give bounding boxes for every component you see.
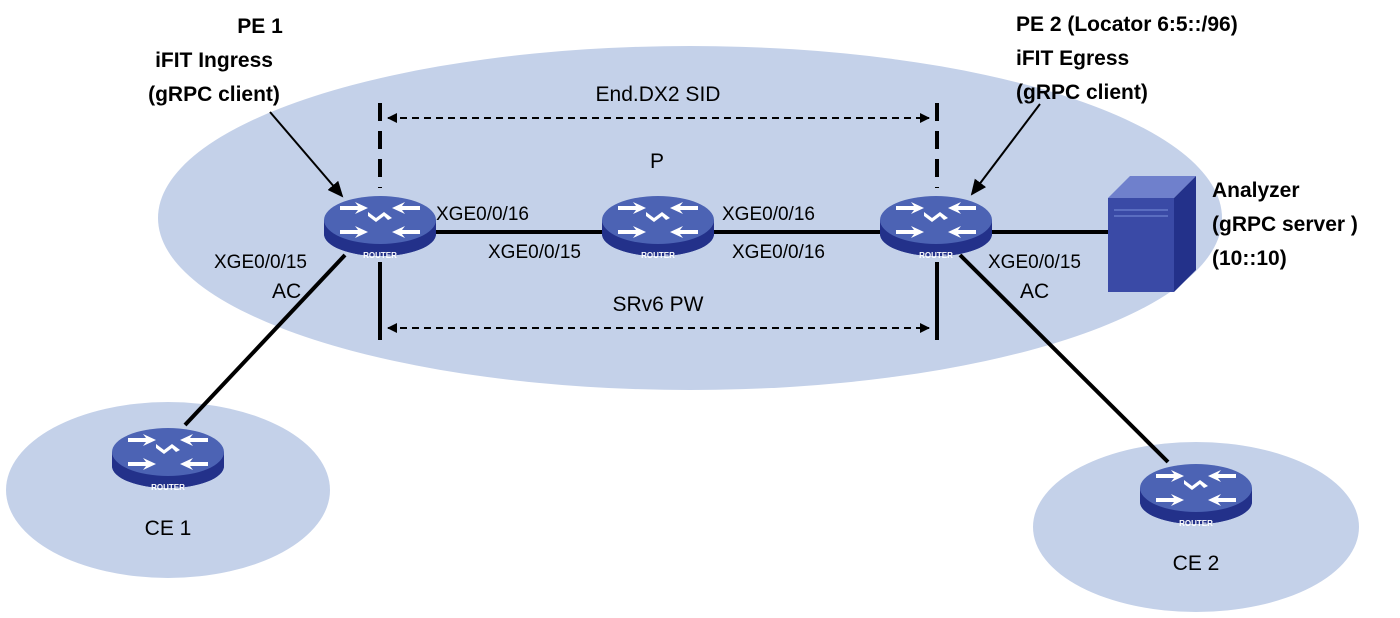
analyzer-server — [1108, 176, 1196, 292]
pe1-pointer-arrow — [269, 111, 344, 198]
router-label: ROUTER — [641, 251, 675, 260]
pe1-title-line: (gRPC client) — [148, 83, 280, 106]
router-icon — [880, 196, 992, 256]
ce1-site-cloud — [6, 402, 330, 578]
p-left-interface: XGE0/0/15 — [488, 242, 581, 263]
p-name: P — [650, 150, 664, 173]
links — [183, 230, 1170, 464]
router-label: ROUTER — [919, 251, 953, 260]
analyzer-title: Analyzer (gRPC server ) (10::10) — [1212, 179, 1358, 270]
router-label: ROUTER — [151, 483, 185, 492]
pw-path-label: SRv6 PW — [612, 293, 703, 316]
pe1-title-line: PE 1 — [237, 15, 283, 38]
sid-path-label: End.DX2 SID — [596, 83, 721, 106]
router-icon — [112, 428, 224, 488]
pe2-pointer-arrow — [970, 103, 1041, 196]
pe1-title: PE 1 iFIT Ingress (gRPC client) — [148, 15, 283, 106]
pe2-title: PE 2 (Locator 6:5::/96) iFIT Egress (gRP… — [1016, 13, 1238, 104]
pe2-title-line: iFIT Egress — [1016, 47, 1129, 70]
path-endpoints — [378, 103, 939, 340]
router-icon — [324, 196, 436, 256]
pe1-title-line: iFIT Ingress — [155, 49, 273, 72]
analyzer-title-line: (gRPC server ) — [1212, 213, 1358, 236]
pe2-down-interface: XGE0/0/15 — [988, 252, 1081, 273]
ce2-name: CE 2 — [1173, 552, 1220, 575]
ce2-router: ROUTER — [1140, 464, 1252, 528]
server-icon — [1108, 176, 1196, 292]
router-icon — [602, 196, 714, 256]
pe2-left-interface: XGE0/0/16 — [732, 242, 825, 263]
ac-left-label: AC — [272, 280, 301, 303]
router-label: ROUTER — [1179, 519, 1213, 528]
router-icon — [1140, 464, 1252, 524]
link-pe2-ce2 — [958, 253, 1170, 464]
ac-right-label: AC — [1020, 280, 1049, 303]
analyzer-title-line: Analyzer — [1212, 179, 1300, 202]
analyzer-title-line: (10::10) — [1212, 247, 1287, 270]
link-pe1-ce1 — [183, 253, 347, 427]
ce1-name: CE 1 — [145, 517, 192, 540]
pe2-router: ROUTER — [880, 196, 992, 260]
pe2-title-line: PE 2 (Locator 6:5::/96) — [1016, 13, 1238, 36]
pe1-router: ROUTER — [324, 196, 436, 260]
ce2-site-cloud — [1033, 442, 1359, 612]
p-router: ROUTER — [602, 196, 714, 260]
pe2-title-line: (gRPC client) — [1016, 81, 1148, 104]
ce1-router: ROUTER — [112, 428, 224, 492]
pe1-down-interface: XGE0/0/15 — [214, 252, 307, 273]
pe1-up-interface: XGE0/0/16 — [436, 204, 529, 225]
p-right-interface: XGE0/0/16 — [722, 204, 815, 225]
router-label: ROUTER — [363, 251, 397, 260]
